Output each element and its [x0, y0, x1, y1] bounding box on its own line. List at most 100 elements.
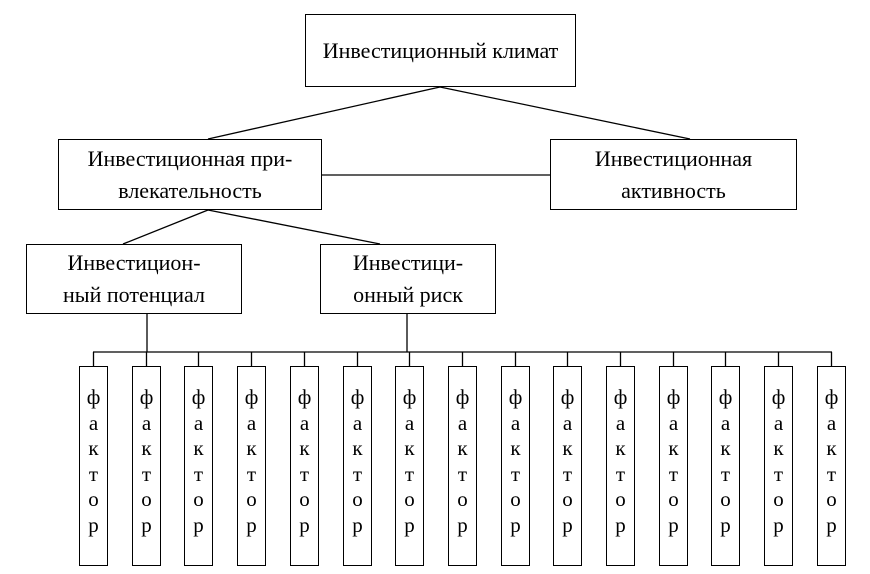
factor-letter: ф: [560, 385, 575, 409]
factor-letter: о: [404, 487, 415, 511]
factor-letter: о: [193, 487, 204, 511]
factor-letter: к: [299, 436, 310, 460]
factor-letter: к: [352, 436, 363, 460]
factor-letter: р: [404, 512, 415, 537]
node-investment-potential: Инвестицион- ный потенциал: [26, 244, 242, 314]
factor-letter: к: [510, 436, 521, 460]
factor-letter: к: [457, 436, 468, 460]
factor-letter: т: [510, 461, 521, 486]
factor-letter: о: [510, 487, 521, 511]
factor-letter: о: [457, 487, 468, 511]
factor-letter: а: [720, 410, 731, 435]
factor-letter: т: [141, 461, 152, 486]
node-investment-attractiveness-line-2: влекательность: [118, 177, 262, 203]
node-investment-climate: Инвестиционный климат: [305, 14, 576, 87]
factor-letter: а: [668, 410, 679, 435]
factor-letter: о: [299, 487, 310, 511]
factor-letter: а: [510, 410, 521, 435]
factor-letter: р: [562, 512, 573, 537]
factor-letter: ф: [86, 385, 101, 409]
factor-letter: а: [773, 410, 784, 435]
factor-letter: к: [615, 436, 626, 460]
factor-letter: а: [352, 410, 363, 435]
factor-letter: р: [352, 512, 363, 537]
node-investment-attractiveness-line-1: Инвестиционная при-: [87, 145, 293, 171]
factor-letter: к: [562, 436, 573, 460]
factor-letter: а: [246, 410, 257, 435]
factor-letter: ф: [718, 385, 733, 409]
node-investment-climate-line-1: Инвестиционный климат: [322, 37, 559, 63]
factor-letter: к: [668, 436, 679, 460]
factor-letter: о: [352, 487, 363, 511]
factor-letter: р: [773, 512, 784, 537]
factor-letter: т: [457, 461, 468, 486]
factor-letter: р: [510, 512, 521, 537]
factor-letter: к: [826, 436, 837, 460]
factor-letter: о: [720, 487, 731, 511]
factor-letter: т: [562, 461, 573, 486]
factor-letter: ф: [350, 385, 365, 409]
factor-letter: к: [88, 436, 99, 460]
factor-letter: а: [457, 410, 468, 435]
factor-letter: о: [773, 487, 784, 511]
line-climate-attractiveness: [207, 86, 441, 140]
factor-letter: т: [404, 461, 415, 486]
line-attractiveness-risk: [207, 209, 381, 245]
node-investment-risk-line-2: онный риск: [353, 282, 463, 307]
factor-letter: ф: [613, 385, 628, 409]
factor-letter: о: [141, 487, 152, 511]
factor-letter: о: [668, 487, 679, 511]
factor-letter: т: [299, 461, 310, 486]
factor-letter: к: [246, 436, 257, 460]
factor-letter: р: [457, 512, 468, 537]
factor-letter: ф: [402, 385, 417, 409]
node-investment-risk: Инвестици- онный риск: [320, 244, 496, 314]
factor-letter: т: [615, 461, 626, 486]
factor-letter: т: [826, 461, 837, 486]
factor-drop-lines: [92, 352, 833, 366]
factor-letter: р: [246, 512, 257, 537]
factor-letter: о: [615, 487, 626, 511]
factor-letter: к: [404, 436, 415, 460]
node-investment-risk-line-1: Инвестици-: [352, 250, 464, 275]
factor-letter: а: [88, 410, 99, 435]
factor-letter: р: [720, 512, 731, 537]
node-investment-activity-line-2: активность: [621, 177, 726, 203]
node-investment-potential-line-2: ный потенциал: [63, 282, 205, 307]
factor-letter: а: [615, 410, 626, 435]
factor-letter: а: [193, 410, 204, 435]
factor-letter: ф: [508, 385, 523, 409]
factor-letter: а: [404, 410, 415, 435]
node-investment-attractiveness: Инвестиционная при- влекательность: [58, 139, 322, 210]
factor-letter: р: [141, 512, 152, 537]
factor-letter: р: [615, 512, 626, 537]
factor-letter: т: [668, 461, 679, 486]
node-investment-activity-line-1: Инвестиционная: [594, 145, 753, 171]
factor-letter: р: [193, 512, 204, 537]
factor-letter: к: [141, 436, 152, 460]
factor-letter: ф: [297, 385, 312, 409]
factor-letter: к: [193, 436, 204, 460]
factor-letter: к: [773, 436, 784, 460]
factor-letter: р: [826, 512, 837, 537]
factor-letter: т: [88, 461, 99, 486]
factor-letter: т: [720, 461, 731, 486]
factor-letter: о: [826, 487, 837, 511]
factor-letter: т: [773, 461, 784, 486]
node-investment-activity: Инвестиционная активность: [550, 139, 797, 210]
factor-letter: ф: [455, 385, 470, 409]
